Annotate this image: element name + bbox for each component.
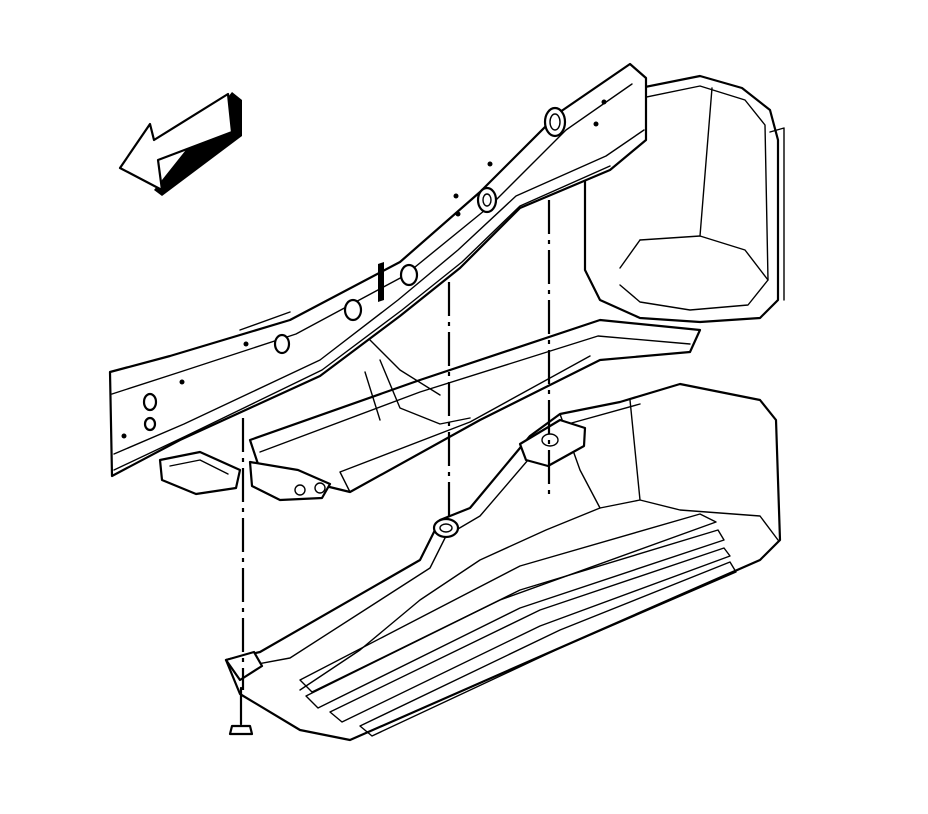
running-board-step bbox=[224, 382, 782, 742]
alignment-lines bbox=[241, 200, 551, 690]
mounting-bolt bbox=[228, 686, 254, 736]
direction-arrow bbox=[118, 92, 242, 196]
frame-rail bbox=[108, 62, 648, 502]
